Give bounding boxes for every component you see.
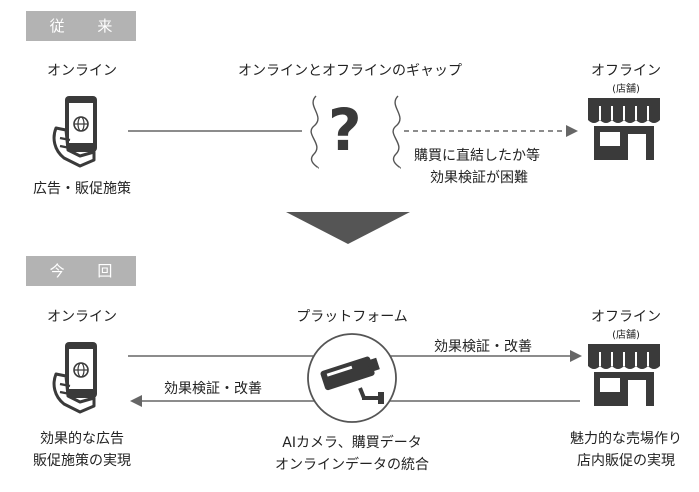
after-platform-label: プラットフォーム	[296, 309, 408, 325]
after-section-badge: 今 回	[26, 256, 136, 286]
before-online-label: オンライン	[47, 63, 117, 79]
after-offline-caption-1: 魅力的な売場作り	[570, 431, 682, 447]
before-store-sublabel: (店舗)	[612, 84, 640, 95]
after-platform-caption-1: AIカメラ、購買データ	[282, 435, 422, 451]
after-online-caption-2: 販促施策の実現	[33, 453, 131, 469]
transition-down-arrow	[286, 212, 410, 244]
after-offline-label: オフライン	[591, 309, 661, 325]
smartphone-hand-icon	[52, 96, 97, 168]
before-section-badge: 従 来	[26, 11, 136, 41]
after-arrow-left-label: 効果検証・改善	[164, 381, 262, 397]
before-gap-note-2: 効果検証が困難	[430, 170, 528, 186]
before-online-caption: 広告・販促施策	[33, 181, 131, 197]
store-icon	[588, 344, 660, 406]
after-online-caption-1: 効果的な広告	[40, 431, 124, 447]
after-store-sublabel: (店舗)	[612, 330, 640, 341]
after-offline-caption-2: 店内販促の実現	[577, 453, 675, 469]
smartphone-hand-icon	[52, 342, 97, 414]
after-platform-caption-2: オンラインデータの統合	[275, 457, 429, 473]
after-arrow-right-label: 効果検証・改善	[434, 339, 532, 355]
before-offline-label: オフライン	[591, 63, 661, 79]
store-icon	[588, 98, 660, 160]
question-mark-icon: ?	[328, 96, 362, 164]
before-gap-note-1: 購買に直結したか等	[414, 148, 540, 164]
after-online-label: オンライン	[47, 309, 117, 325]
ai-camera-icon	[307, 333, 397, 423]
before-gap-label: オンラインとオフラインのギャップ	[238, 63, 462, 79]
